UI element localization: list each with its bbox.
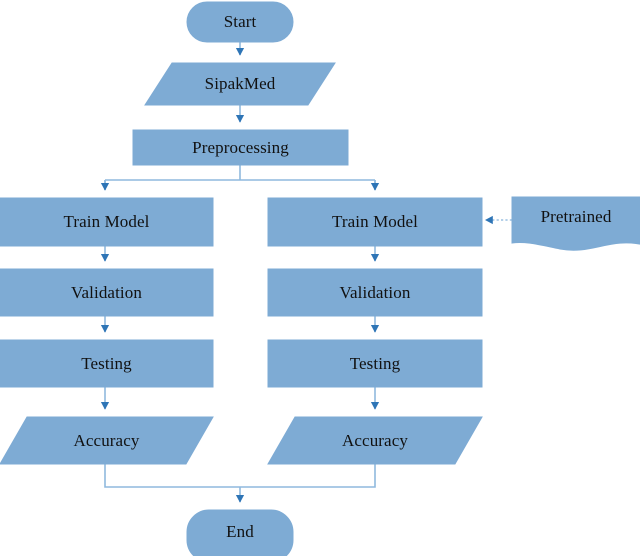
node-test-right-shape[interactable] [267, 339, 483, 388]
node-end-shape[interactable] [186, 509, 294, 556]
node-valid-right-shape[interactable] [267, 268, 483, 317]
node-valid-left-shape[interactable] [0, 268, 214, 317]
edge-preprocessing-branch [100, 165, 380, 191]
node-train-right-shape[interactable] [267, 197, 483, 247]
edge-accuracy-merge-to-end [104, 464, 376, 503]
node-train-left-shape[interactable] [0, 197, 214, 247]
node-acc-left-shape[interactable] [0, 416, 214, 465]
node-sipakmed-shape[interactable] [144, 62, 336, 106]
edge-layer [100, 42, 512, 503]
node-pretrained-shape[interactable] [511, 196, 640, 251]
node-preprocessing-shape[interactable] [132, 129, 349, 166]
node-test-left-shape[interactable] [0, 339, 214, 388]
node-start-shape[interactable] [186, 1, 294, 43]
node-acc-right-shape[interactable] [267, 416, 483, 465]
